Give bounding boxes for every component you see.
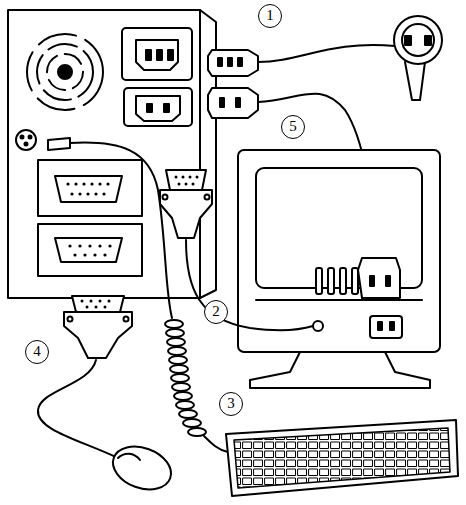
computer-case	[8, 10, 216, 298]
callout-number: 4	[25, 340, 49, 364]
keyboard-cable	[48, 138, 228, 452]
keyboard	[226, 420, 458, 496]
vga-cable	[160, 170, 313, 330]
callout-number: 2	[204, 300, 228, 324]
callout-number: 1	[258, 4, 282, 28]
callout-number: 5	[281, 115, 305, 139]
monitor	[238, 150, 440, 388]
callout-number: 3	[219, 392, 243, 416]
mouse-cable	[38, 296, 177, 497]
